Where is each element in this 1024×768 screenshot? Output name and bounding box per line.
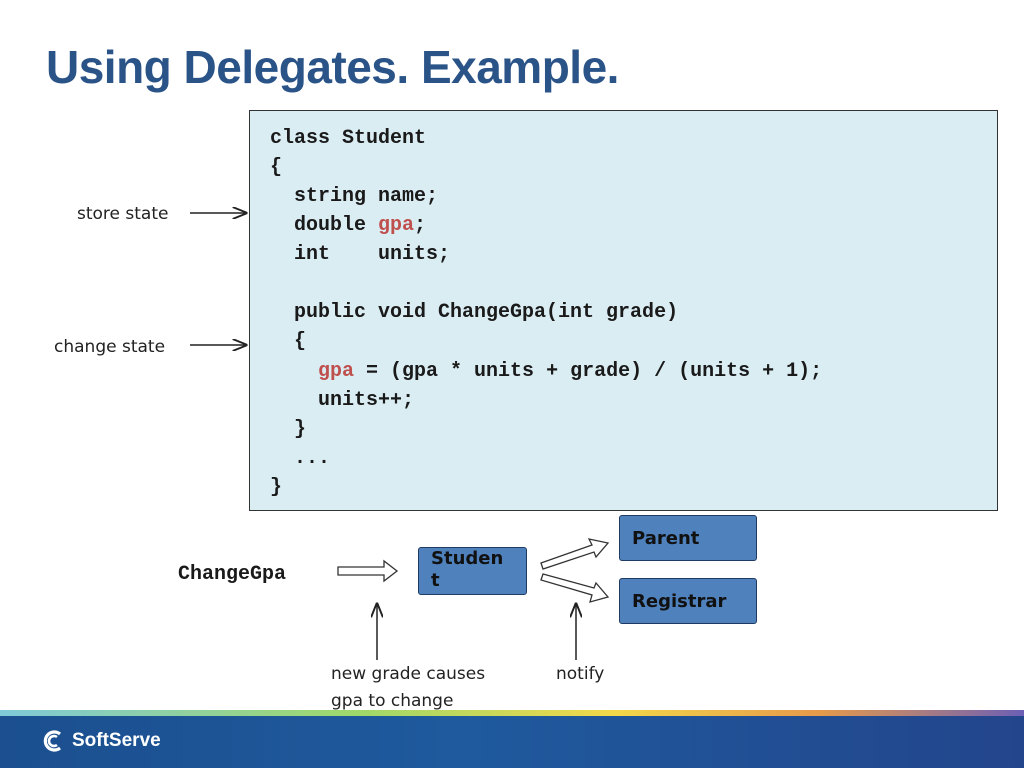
change-state-label: change state bbox=[54, 337, 166, 357]
code-line-11: } bbox=[270, 418, 307, 441]
grade-note-line2: gpa to change bbox=[331, 691, 454, 711]
slide-title: Using Delegates. Example. bbox=[46, 41, 619, 93]
code-line-13: } bbox=[270, 476, 283, 499]
code-line-1: class Student bbox=[270, 127, 427, 150]
code-panel bbox=[249, 110, 998, 511]
code-line-10: units++; bbox=[270, 389, 415, 412]
softserve-logo-icon bbox=[43, 730, 62, 752]
student-box-line1: Studen bbox=[431, 548, 504, 569]
code-line-2: { bbox=[270, 156, 283, 179]
code-line-12: ... bbox=[270, 447, 331, 470]
softserve-logo: SoftServe bbox=[40, 728, 161, 754]
notify-note: notify bbox=[556, 664, 605, 684]
changegpa-to-student-arrow bbox=[337, 559, 399, 583]
code-line-4: double gpa; bbox=[270, 214, 426, 238]
code-line-5: int units; bbox=[270, 243, 451, 266]
code-line-4-semicolon: ; bbox=[414, 214, 427, 237]
student-to-parent-arrow bbox=[540, 538, 610, 570]
gpa-field-highlight: gpa bbox=[378, 214, 415, 237]
registrar-box: Registrar bbox=[619, 578, 757, 624]
code-line-9: gpa = (gpa * units + grade) / (units + 1… bbox=[270, 360, 822, 384]
code-line-8: { bbox=[270, 330, 307, 353]
changegpa-label: ChangeGpa bbox=[178, 563, 287, 586]
grade-note-line1: new grade causes bbox=[331, 664, 486, 684]
softserve-logo-text: SoftServe bbox=[72, 730, 161, 751]
code-line-9-rest: = (gpa * units + grade) / (units + 1); bbox=[354, 360, 823, 383]
student-box-line2: t bbox=[431, 570, 440, 591]
code-line-3: string name; bbox=[270, 185, 439, 208]
student-to-registrar-arrow bbox=[540, 573, 610, 603]
footer-stripe bbox=[0, 710, 1024, 716]
code-line-9-indent bbox=[270, 360, 318, 383]
code-line-4-text: double bbox=[270, 214, 379, 237]
code-line-7: public void ChangeGpa(int grade) bbox=[270, 301, 679, 324]
store-state-label: store state bbox=[77, 204, 169, 224]
parent-box: Parent bbox=[619, 515, 757, 561]
footer-bar bbox=[0, 716, 1024, 768]
gpa-assign-highlight: gpa bbox=[318, 360, 355, 383]
grade-note: new grade causes gpa to change bbox=[331, 661, 485, 715]
